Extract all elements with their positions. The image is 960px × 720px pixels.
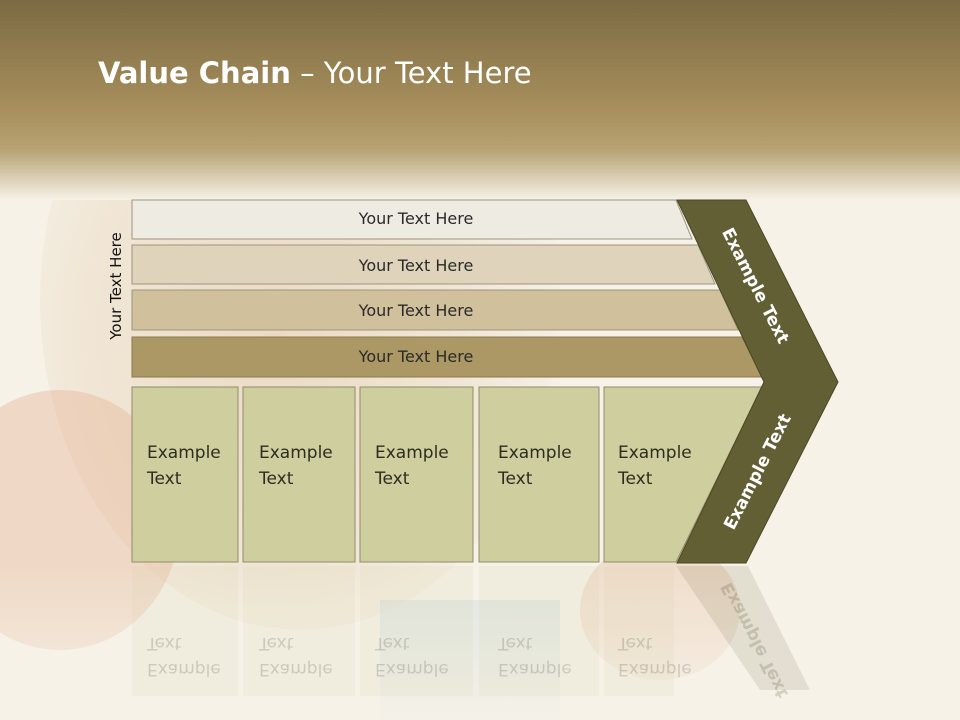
support-bar-4-label: Your Text Here	[358, 347, 474, 366]
support-bar-2	[131, 244, 716, 285]
activity-box-1	[131, 386, 239, 563]
support-bar-1	[131, 199, 693, 240]
support-bar-1-label: Your Text Here	[358, 209, 474, 228]
support-bar-2-label: Your Text Here	[358, 256, 474, 275]
title-rest: – Your Text Here	[290, 56, 532, 90]
activity-box-5	[603, 386, 763, 563]
title-bold: Value Chain	[98, 56, 291, 90]
support-bar-3	[131, 289, 739, 331]
support-bar-3-label: Your Text Here	[358, 301, 474, 320]
activity-box-2	[242, 386, 356, 563]
activity-box-3	[359, 386, 474, 563]
slide-title: Value Chain – Your Text Here	[98, 56, 532, 90]
activity-box-4	[478, 386, 600, 563]
margin-chevron	[676, 199, 839, 564]
